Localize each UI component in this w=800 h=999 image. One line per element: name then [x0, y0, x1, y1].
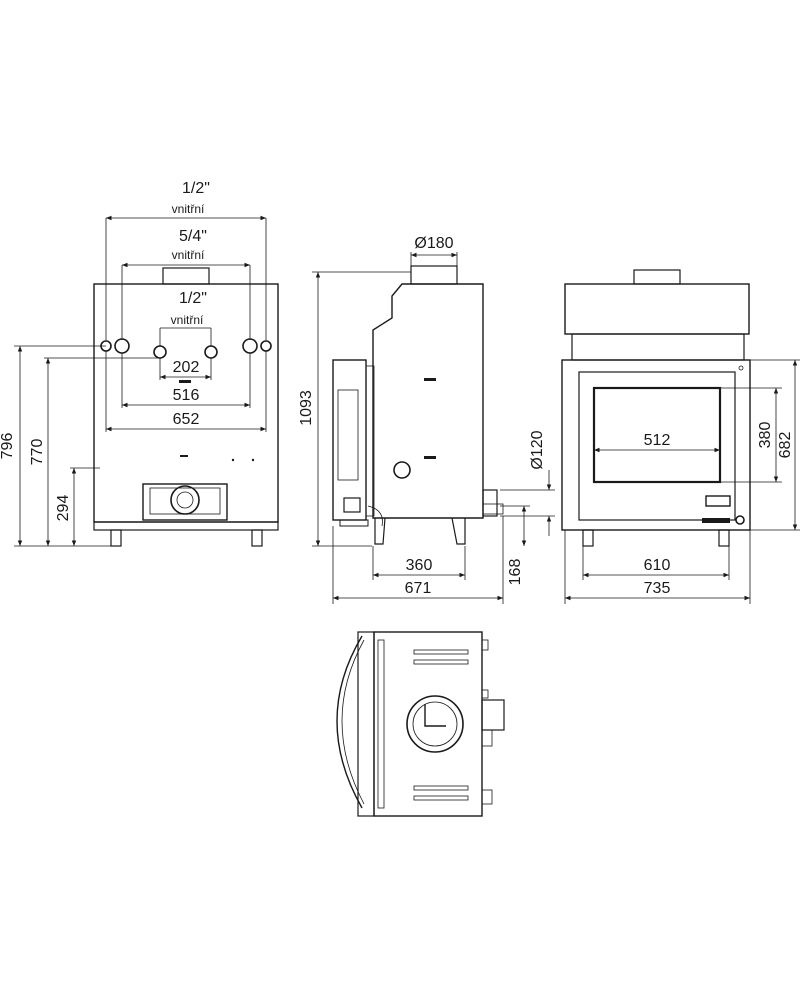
- rear-dot-1: [231, 458, 235, 462]
- rear-air-inlet-frame: [142, 483, 228, 521]
- side-rear-connector-2: [482, 503, 504, 515]
- top-door-arc-inner: [341, 639, 365, 805]
- rear-base: [93, 521, 279, 531]
- top-rear-box: [481, 729, 493, 747]
- rear-outer-pipe-right-2: [260, 340, 272, 352]
- front-opening-height: 682: [777, 432, 794, 459]
- rear-height-294: 294: [55, 495, 72, 522]
- top-slot-2: [413, 659, 469, 665]
- front-view: 512 380 682 610 735: [561, 269, 800, 604]
- front-knob: [735, 515, 745, 525]
- side-depth-671: 671: [405, 580, 432, 597]
- side-view: Ø180 1093 Ø120 168 360 671: [298, 235, 555, 604]
- side-leg-front: [374, 517, 386, 545]
- side-foot-plate: [339, 519, 369, 527]
- rear-dim-652: 652: [173, 411, 200, 428]
- front-glass: [592, 386, 722, 484]
- side-door-glass: [337, 389, 359, 481]
- rear-inner-pipe-right: [204, 345, 218, 359]
- top-door-arc: [336, 635, 363, 809]
- rear-outer-pipe-left: [114, 338, 130, 354]
- rear-air-inlet-pipe: [170, 485, 200, 515]
- side-air-port: [393, 461, 411, 479]
- rear-leg-left: [110, 529, 122, 547]
- rear-pipe-top-size: 1/2": [182, 180, 210, 197]
- rear-dim-516: 516: [173, 387, 200, 404]
- side-air-diameter: Ø120: [529, 430, 546, 469]
- top-slot-4: [413, 795, 469, 801]
- side-flue-collar: [410, 265, 458, 285]
- side-height-168: 168: [507, 559, 524, 586]
- top-rear-stub: [481, 789, 493, 805]
- rear-dim-202: 202: [173, 359, 200, 376]
- rear-flue-collar: [162, 267, 210, 285]
- top-body: [373, 631, 483, 817]
- front-top-box: [564, 283, 750, 335]
- top-flue-baffle: [424, 704, 446, 727]
- front-screw: [738, 365, 744, 371]
- top-side-ribs: [377, 639, 385, 809]
- front-frame: [561, 359, 751, 531]
- rear-slot-mid: [180, 455, 188, 457]
- side-bar-2: [424, 456, 436, 459]
- front-glass-height: 380: [757, 422, 774, 449]
- rear-outer-pipe-right: [242, 338, 258, 354]
- rear-height-770: 770: [29, 439, 46, 466]
- front-door: [578, 371, 736, 521]
- side-flue-diameter: Ø180: [414, 235, 453, 252]
- rear-small-slot: [179, 380, 191, 383]
- rear-leg-right: [251, 529, 263, 547]
- side-leg-rear: [451, 517, 466, 545]
- rear-view: 1/2" vnitřní 5/4" vnitřní 1/2" vnitřní 2…: [0, 180, 279, 547]
- side-ash-lip: [367, 505, 383, 527]
- rear-inner-pipe-left: [153, 345, 167, 359]
- side-height-1093: 1093: [298, 390, 315, 426]
- rear-height-796: 796: [0, 433, 16, 460]
- front-body: [571, 333, 745, 361]
- top-rear-stub-2: [481, 639, 489, 651]
- front-leg-right: [718, 529, 730, 547]
- top-view: [336, 631, 505, 817]
- side-handle: [343, 497, 361, 513]
- front-total-width: 735: [644, 580, 671, 597]
- rear-pipe-mid-note: vnitřní: [172, 248, 205, 262]
- top-rear-stub-3: [481, 689, 489, 699]
- top-slot-1: [413, 649, 469, 655]
- top-flue-inner: [412, 701, 458, 747]
- rear-pipe-inner-note: vnitřní: [171, 313, 204, 327]
- side-bar-1: [424, 378, 436, 381]
- front-handle: [705, 495, 731, 507]
- top-flue-opening: [406, 695, 464, 753]
- top-rear-connector: [481, 699, 505, 731]
- side-door-connector: [365, 365, 375, 517]
- front-flue-collar: [633, 269, 681, 285]
- front-badge: [702, 518, 730, 523]
- front-legs-width: 610: [644, 557, 671, 574]
- rear-pipe-inner-size: 1/2": [179, 290, 207, 307]
- front-leg-left: [582, 529, 594, 547]
- rear-pipe-top-note: vnitřní: [172, 202, 205, 216]
- front-glass-width: 512: [644, 432, 671, 449]
- top-front-plate: [357, 631, 375, 817]
- side-rear-connector: [482, 489, 498, 517]
- rear-dot-2: [251, 458, 255, 462]
- rear-pipe-mid-size: 5/4": [179, 228, 207, 245]
- side-depth-360: 360: [406, 557, 433, 574]
- top-slot-3: [413, 785, 469, 791]
- rear-air-inlet-pipe-inner: [176, 491, 194, 509]
- side-body: [372, 283, 484, 519]
